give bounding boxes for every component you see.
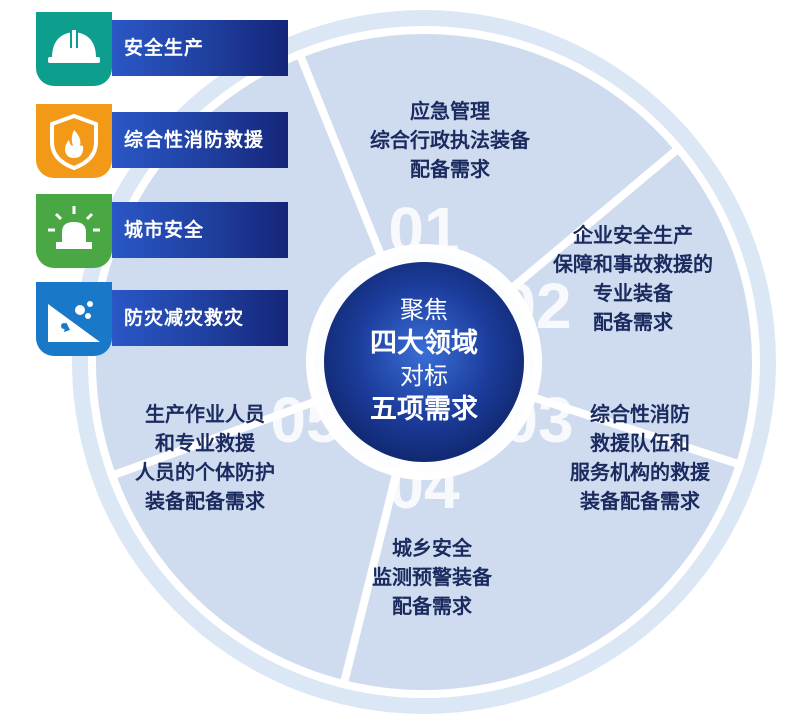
sidebar-bar (112, 202, 288, 258)
segment-03-line: 装备配备需求 (579, 489, 701, 513)
sidebar-bar (112, 20, 288, 76)
segment-01-line: 综合行政执法装备 (370, 128, 531, 152)
sidebar-item-safety-production[interactable]: 安全生产 (12, 12, 288, 86)
sidebar-item-label: 安全生产 (124, 37, 205, 59)
alarm-light-icon (36, 194, 112, 268)
segment-03-line: 救援队伍和 (590, 431, 690, 455)
fire-shield-icon (36, 104, 112, 178)
sidebar-bar (112, 290, 288, 346)
sidebar-item-fire-rescue[interactable]: 综合性消防救援 (12, 104, 288, 178)
segment-01-line: 应急管理 (410, 99, 490, 123)
segment-02-line: 配备需求 (593, 310, 674, 334)
wheel-segment-03 (338, 392, 745, 698)
segment-05-line: 生产作业人员 (145, 402, 265, 426)
segment-04-line: 监测预警装备 (372, 565, 493, 589)
sidebar-item-disaster-relief[interactable]: 防灾减灾救灾 (12, 282, 288, 356)
wheel-segment-02 (505, 142, 760, 470)
segment-04-line: 城乡安全 (392, 536, 473, 560)
center-line-2: 四大领域 (370, 328, 478, 359)
sidebar-item-label: 综合性消防救援 (124, 129, 265, 151)
segments-group: 01应急管理综合行政执法装备配备需求02企业安全生产保障和事故救援的专业装备配备… (88, 26, 760, 698)
segment-05-line: 人员的个体防护 (135, 460, 275, 484)
segment-02-line: 企业安全生产 (572, 223, 693, 247)
sidebar-item-label: 城市安全 (124, 219, 205, 241)
center-line-3: 对标 (400, 362, 448, 390)
center-line-4: 五项需求 (370, 394, 478, 425)
segment-03-line: 服务机构的救援 (570, 460, 711, 484)
wheel-segment-04 (106, 395, 402, 689)
segment-05-line: 和专业救援 (155, 431, 256, 455)
center-circle (324, 262, 524, 462)
segment-02-line: 保障和事故救援的 (552, 252, 713, 276)
sidebar-item-label: 防灾减灾救灾 (124, 307, 245, 329)
sidebar-item-urban-safety[interactable]: 城市安全 (12, 194, 288, 268)
segment-04-line: 配备需求 (392, 594, 473, 618)
segment-02-line: 专业装备 (593, 281, 674, 305)
landslide-icon (36, 282, 112, 356)
helmet-icon (36, 12, 112, 86)
sidebar-bar (112, 112, 288, 168)
center-line-1: 聚焦 (400, 296, 448, 324)
segment-05-line: 装备配备需求 (144, 489, 266, 513)
segment-03-line: 综合性消防 (590, 402, 690, 426)
segment-01-line: 配备需求 (410, 157, 491, 181)
